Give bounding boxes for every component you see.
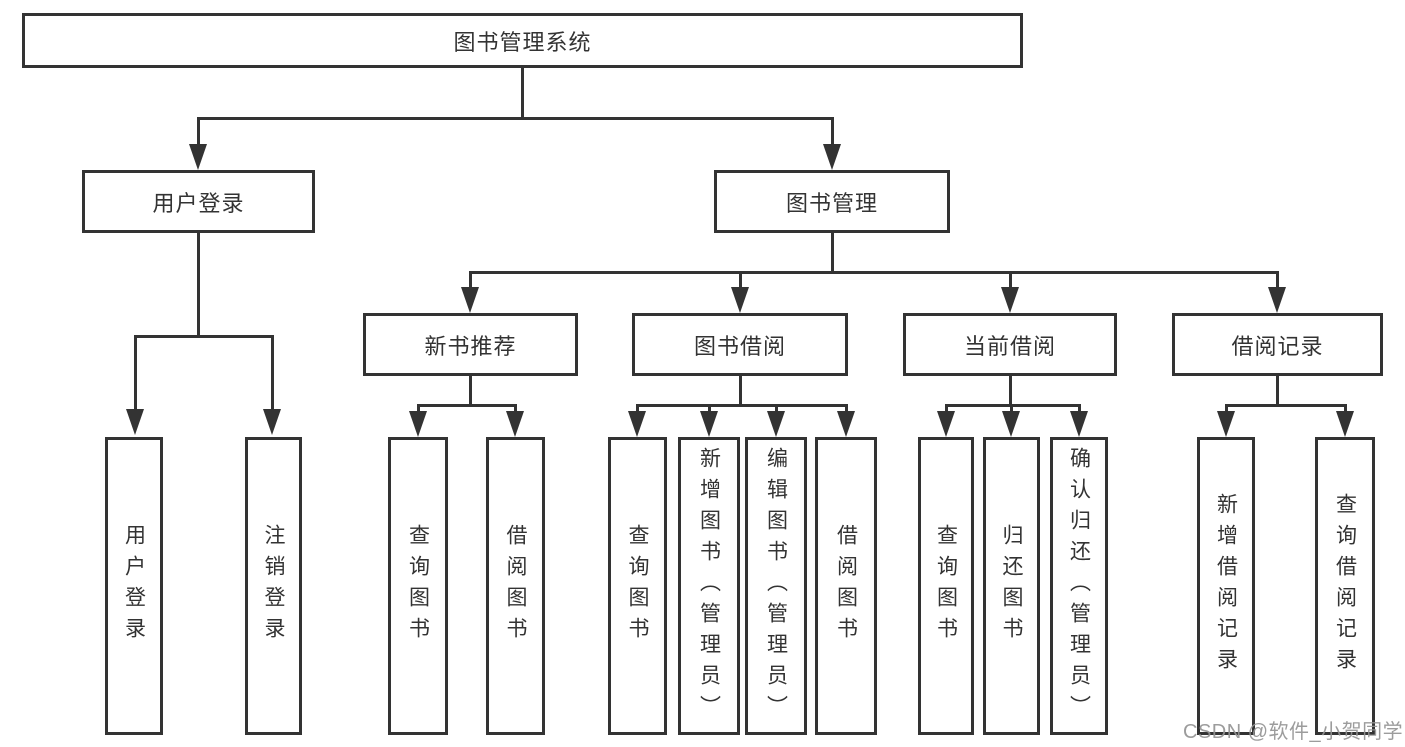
node-book-borrowing: 图书借阅 [632,313,848,376]
node-borrow-books-1-label: 借阅图书 [504,524,527,648]
arrowhead-down-icon [1217,411,1235,437]
connector-vline [196,118,200,148]
node-book-management: 图书管理 [714,170,950,233]
connector-vline [738,376,742,405]
connector-vline [738,272,742,291]
connector-vline [944,405,948,415]
arrowhead-down-icon [1336,411,1354,437]
node-library-system-label: 图书管理系统 [453,29,592,55]
arrowhead-down-icon [1268,287,1286,313]
connector-hline [133,334,274,338]
connector-vline [133,336,137,413]
connector-hline [196,116,834,120]
node-confirm-return-admin-label: 确认归还（管理员） [1067,446,1091,726]
node-new-book-recommend-label: 新书推荐 [424,333,517,359]
node-edit-books-admin-label: 编辑图书（管理员） [764,446,788,726]
arrowhead-down-icon [1001,287,1019,313]
node-book-borrowing-label: 图书借阅 [693,333,786,359]
connector-hline [468,270,1279,274]
connector-vline [196,233,200,336]
node-library-system: 图书管理系统 [22,13,1023,68]
arrowhead-down-icon [731,287,749,313]
node-query-borrow-record-label: 查询借阅记录 [1333,493,1357,679]
connector-vline [1009,405,1013,415]
arrowhead-down-icon [700,411,718,437]
arrowhead-down-icon [126,409,144,435]
connector-vline [468,272,472,291]
connector-vline [513,405,517,415]
arrowhead-down-icon [823,144,841,170]
node-borrow-books-2: 借阅图书 [815,437,877,735]
node-add-borrow-record-label: 新增借阅记录 [1214,493,1238,679]
arrowhead-down-icon [409,411,427,437]
node-borrow-books-1: 借阅图书 [486,437,545,735]
connector-hline [635,403,848,407]
connector-hline [416,403,517,407]
node-borrow-books-2-label: 借阅图书 [834,524,858,648]
node-return-books-label: 归还图书 [1000,524,1023,648]
arrowhead-down-icon [506,411,524,437]
arrowhead-down-icon [461,287,479,313]
node-logout-leaf-label: 注销登录 [262,524,285,648]
connector-vline [1077,405,1081,415]
node-query-books-1-label: 查询图书 [406,524,430,648]
node-query-books-2-label: 查询图书 [626,524,649,648]
connector-vline [270,336,274,413]
connector-vline [844,405,848,415]
connector-vline [1275,376,1279,405]
arrowhead-down-icon [189,144,207,170]
connector-vline [830,233,834,272]
node-return-books: 归还图书 [983,437,1040,735]
node-user-login-leaf-label: 用户登录 [122,524,146,648]
arrowhead-down-icon [1002,411,1020,437]
connector-vline [416,405,420,415]
connector-vline [707,405,711,415]
arrowhead-down-icon [837,411,855,437]
node-query-borrow-record: 查询借阅记录 [1315,437,1375,735]
connector-vline [520,68,524,118]
connector-vline [635,405,639,415]
connector-vline [830,118,834,148]
connector-vline [1275,272,1279,291]
arrowhead-down-icon [937,411,955,437]
node-add-books-admin-label: 新增图书（管理员） [697,446,721,726]
node-confirm-return-admin: 确认归还（管理员） [1050,437,1108,735]
connector-vline [1008,272,1012,291]
node-logout-leaf: 注销登录 [245,437,302,735]
arrowhead-down-icon [767,411,785,437]
connector-vline [1224,405,1228,415]
node-edit-books-admin: 编辑图书（管理员） [745,437,807,735]
connector-vline [774,405,778,415]
node-current-borrowing: 当前借阅 [903,313,1117,376]
node-new-book-recommend: 新书推荐 [363,313,578,376]
node-query-books-3: 查询图书 [918,437,974,735]
connector-hline [1224,403,1347,407]
node-borrowing-records: 借阅记录 [1172,313,1383,376]
connector-hline [944,403,1081,407]
node-user-login-label: 用户登录 [152,190,245,216]
connector-vline [468,376,472,405]
arrowhead-down-icon [1070,411,1088,437]
csdn-watermark: CSDN @软件_小贺同学 [1183,721,1404,743]
node-query-books-3-label: 查询图书 [934,524,958,648]
arrowhead-down-icon [628,411,646,437]
node-query-books-2: 查询图书 [608,437,667,735]
node-book-management-label: 图书管理 [785,190,878,216]
node-user-login: 用户登录 [82,170,315,233]
node-current-borrowing-label: 当前借阅 [963,333,1056,359]
connector-vline [1008,376,1012,405]
node-user-login-leaf: 用户登录 [105,437,163,735]
node-add-borrow-record: 新增借阅记录 [1197,437,1255,735]
node-borrowing-records-label: 借阅记录 [1231,333,1324,359]
node-query-books-1: 查询图书 [388,437,448,735]
connector-vline [1343,405,1347,415]
arrowhead-down-icon [263,409,281,435]
node-add-books-admin: 新增图书（管理员） [678,437,740,735]
